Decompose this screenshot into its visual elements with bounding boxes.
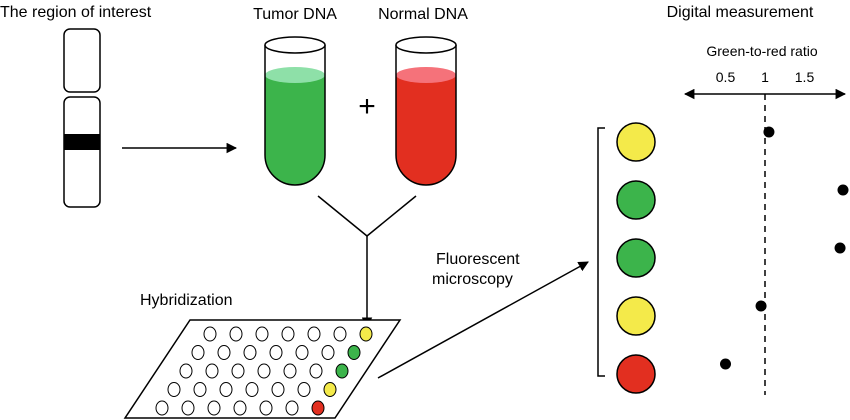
ratio-axis-label: Green-to-red ratio: [706, 43, 817, 59]
plate-well: [269, 345, 283, 360]
ratio-point: [755, 300, 767, 312]
normal-dna-label: Normal DNA: [378, 6, 468, 23]
chromosome-short-arm: [63, 28, 101, 93]
ratio-tick-labels: 0.5 1 1.5: [716, 69, 815, 85]
plate-well: [207, 400, 221, 416]
ratio-tick-label: 0.5: [716, 69, 736, 85]
tumor-dna-liquid: [265, 75, 325, 185]
plate-well: [309, 363, 323, 379]
plate-well: [283, 363, 297, 379]
plate-well: [233, 400, 247, 416]
plate-well: [231, 363, 245, 379]
ratio-point: [763, 126, 775, 138]
plate-well: [271, 382, 285, 397]
plate-well: [259, 400, 273, 416]
plate-wells: [155, 326, 373, 416]
plate-well: [245, 382, 259, 397]
ratio-point: [834, 242, 846, 254]
plate-well: [155, 400, 169, 416]
plate-well: [217, 345, 231, 360]
spot-green: [616, 180, 656, 220]
plate-well: [255, 326, 269, 342]
plate-well: [307, 326, 321, 342]
spot-yellow: [616, 296, 656, 336]
plate-well: [321, 345, 335, 360]
mixing-connector: [317, 195, 417, 329]
plate-well: [205, 363, 219, 379]
plate-well-green: [335, 363, 349, 379]
ratio-point: [837, 184, 849, 196]
spot-green: [616, 238, 656, 278]
measured-spots: [616, 122, 656, 394]
tumor-dna-tube: [264, 36, 326, 186]
plate-well-yellow: [359, 326, 373, 342]
normal-dna-liquid: [396, 75, 456, 185]
plate-well: [203, 326, 217, 342]
ratio-point: [720, 358, 731, 370]
plate-well: [333, 326, 347, 342]
spots-bracket: [597, 127, 605, 377]
plate-well: [285, 400, 299, 416]
plate-well: [281, 326, 295, 342]
plate-well: [219, 382, 233, 397]
microscopy-arrow: [377, 261, 589, 379]
chromosome: [63, 28, 101, 208]
hybridization-label: Hybridization: [140, 292, 232, 309]
region-label: The region of interest: [0, 4, 152, 21]
chromosome-long-arm: [63, 96, 101, 208]
ratio-tick-label: 1: [761, 69, 769, 85]
tumor-dna-surface: [265, 67, 325, 83]
ratio-points: [720, 126, 849, 370]
plate-well: [257, 363, 271, 379]
plate-well: [193, 382, 207, 397]
spot-yellow: [616, 122, 656, 162]
plate-well: [295, 345, 309, 360]
plate-well: [181, 400, 195, 416]
plate-well: [167, 382, 181, 397]
plate-well-green: [347, 345, 361, 360]
normal-dna-tube: [395, 36, 457, 186]
plate-well-yellow: [323, 382, 337, 397]
spot-red: [616, 354, 656, 394]
ratio-tick-label: 1.5: [795, 69, 815, 85]
plate-well: [297, 382, 311, 397]
plate-well-red: [311, 400, 325, 416]
plus-sign: +: [358, 90, 376, 123]
digital-measurement-label: Digital measurement: [667, 4, 814, 21]
fluorescent-label-line2: microscopy: [432, 271, 513, 288]
plate-well: [191, 345, 205, 360]
tumor-dna-label: Tumor DNA: [253, 6, 337, 23]
plate-well: [179, 363, 193, 379]
plate-well: [229, 326, 243, 342]
region-band: [64, 134, 100, 150]
fluorescent-label-line1: Fluorescent: [436, 251, 520, 268]
normal-dna-surface: [396, 67, 456, 83]
plate-well: [243, 345, 257, 360]
